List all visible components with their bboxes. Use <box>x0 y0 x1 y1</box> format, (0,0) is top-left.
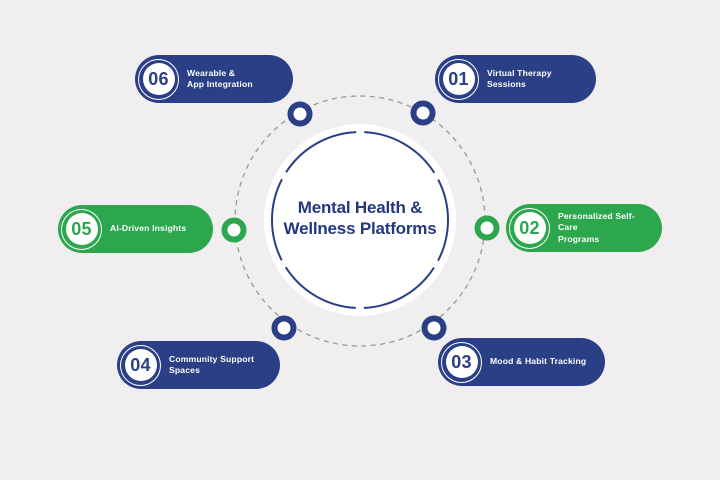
item-pill-02: 02 Personalized Self-Care Programs <box>506 204 662 252</box>
item-number-01: 01 <box>442 63 475 95</box>
center-title: Mental Health & Wellness Platforms <box>283 198 437 238</box>
node-dot-02 <box>474 215 500 241</box>
item-pill-04: 04 Community Support Spaces <box>117 341 280 389</box>
item-label-06: Wearable & App Integration <box>187 67 253 90</box>
item-pill-01: 01 Virtual Therapy Sessions <box>435 55 596 103</box>
item-label-04: Community Support Spaces <box>169 353 255 376</box>
item-pill-06: 06 Wearable & App Integration <box>135 55 293 103</box>
item-label-02: Personalized Self-Care Programs <box>558 210 635 244</box>
center-dashed-ring <box>271 131 449 309</box>
item-number-06: 06 <box>142 63 175 95</box>
item-number-ring-05: 05 <box>61 208 102 250</box>
node-dot-03 <box>421 315 447 341</box>
node-dot-06 <box>287 101 313 127</box>
item-number-ring-04: 04 <box>120 344 161 386</box>
item-label-03: Mood & Habit Tracking <box>490 356 587 367</box>
item-label-05: AI-Driven Insights <box>110 223 187 234</box>
item-pill-05: 05 AI-Driven Insights <box>58 205 213 253</box>
item-number-ring-03: 03 <box>441 341 482 383</box>
item-number-02: 02 <box>513 212 546 244</box>
node-dot-05 <box>221 217 247 243</box>
item-number-05: 05 <box>65 213 98 245</box>
node-dot-01 <box>410 100 436 126</box>
item-number-04: 04 <box>124 349 157 381</box>
item-number-ring-06: 06 <box>138 58 179 100</box>
item-number-ring-01: 01 <box>438 58 479 100</box>
item-pill-03: 03 Mood & Habit Tracking <box>438 338 605 386</box>
center-circle <box>264 124 456 316</box>
item-label-01: Virtual Therapy Sessions <box>487 67 552 90</box>
item-number-03: 03 <box>445 346 478 378</box>
node-dot-04 <box>271 315 297 341</box>
item-number-ring-02: 02 <box>509 207 550 249</box>
